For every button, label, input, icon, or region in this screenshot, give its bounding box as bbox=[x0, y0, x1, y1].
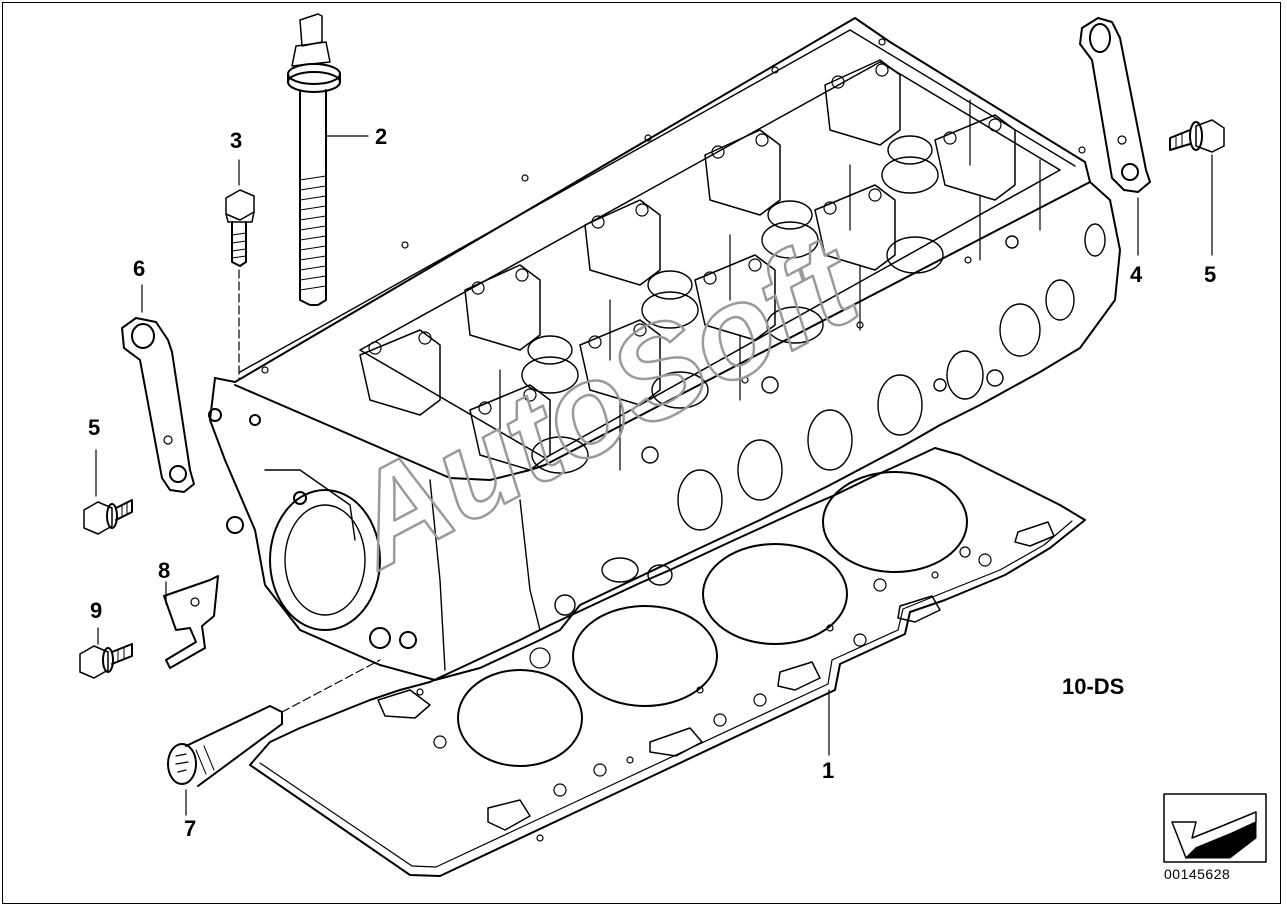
lifting-eye-left bbox=[121, 317, 195, 493]
callout-9: 9 bbox=[90, 598, 103, 623]
catalog-number: 00145628 bbox=[1164, 866, 1231, 882]
flange-bolt-small bbox=[79, 643, 133, 679]
lifting-eye-right bbox=[1079, 17, 1151, 193]
bracket bbox=[163, 575, 219, 669]
short-bolt bbox=[225, 189, 255, 267]
gasket-bore-1 bbox=[457, 669, 583, 767]
gasket-bore-4 bbox=[822, 471, 968, 573]
engine-code: 10-DS bbox=[1062, 674, 1125, 699]
callout-4: 4 bbox=[1130, 262, 1143, 287]
callout-5-right: 5 bbox=[1204, 262, 1217, 287]
gasket-bore-2 bbox=[572, 605, 718, 707]
cylinder-head-gasket bbox=[249, 447, 1086, 877]
callout-8: 8 bbox=[158, 558, 171, 583]
callout-1: 1 bbox=[822, 758, 835, 783]
callout-6: 6 bbox=[133, 256, 146, 281]
callout-2: 2 bbox=[375, 124, 388, 149]
head-bolt bbox=[287, 13, 341, 306]
leader-line-7-dash bbox=[281, 659, 381, 713]
direction-arrow-icon bbox=[1163, 793, 1267, 863]
flange-bolt-left bbox=[83, 499, 133, 535]
callout-5-left: 5 bbox=[88, 415, 101, 440]
flange-bolt-right bbox=[1169, 119, 1225, 153]
callout-7: 7 bbox=[184, 816, 197, 841]
front-port bbox=[269, 489, 381, 631]
callout-3: 3 bbox=[230, 128, 243, 153]
gasket-bore-3 bbox=[702, 543, 848, 645]
cylinder-head bbox=[208, 17, 1121, 681]
